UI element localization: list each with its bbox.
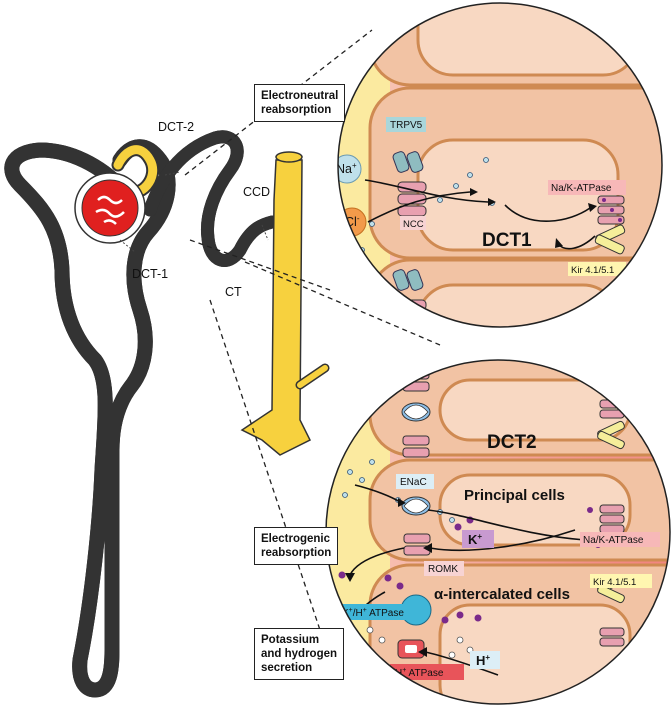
svg-text:Cl-: Cl- xyxy=(345,214,360,229)
svg-text:H+: H+ xyxy=(476,653,490,668)
dct2-nak-label: Na/K-ATPase xyxy=(583,535,644,546)
nephron: DCT-2 CCD DCT-1 CT xyxy=(12,120,330,698)
collecting-duct xyxy=(240,151,330,456)
svg-text:Na+: Na+ xyxy=(336,161,357,176)
ncc-label: NCC xyxy=(403,219,424,230)
nak-pump-icon xyxy=(597,195,625,225)
principal-cells-label: Principal cells xyxy=(464,487,565,504)
callout-secretion-line2: and hydrogen xyxy=(261,648,338,660)
callout-electrogenic: Electrogenic reabsorption xyxy=(254,527,339,565)
glomerulus xyxy=(74,172,146,244)
cl-ion-label: Cl xyxy=(345,215,357,229)
enac-label: ENaC xyxy=(400,477,427,488)
enac-channel-icon xyxy=(401,496,431,516)
na-ion-label: Na xyxy=(336,162,352,176)
h-ion-charge: + xyxy=(485,653,490,662)
romk-label: ROMK xyxy=(428,564,458,575)
kir-channel-icon xyxy=(594,224,626,255)
k-ion-label: K xyxy=(468,532,478,547)
na-ion-icon xyxy=(338,154,362,184)
dct2-panel: K+/H+ ATPase ENaC DCT2 Principal cells K… xyxy=(325,359,671,705)
na-ion-charge: + xyxy=(352,161,357,170)
callout-secretion-line3: secretion xyxy=(261,662,313,674)
kh-atpase-rest: ATPase xyxy=(367,608,404,619)
dct1-kir-label: Kir 4.1/5.1 xyxy=(571,265,614,276)
dct1-nak-label: Na/K-ATPase xyxy=(551,183,612,194)
cl-ion-charge: - xyxy=(357,214,360,223)
kh-atpase-h: /H xyxy=(353,608,363,619)
label-dct1: DCT-1 xyxy=(132,267,168,281)
h-ion-label: H xyxy=(476,653,485,668)
label-ccd: CCD xyxy=(243,185,270,199)
callout-electroneutral-line2: reabsorption xyxy=(261,104,332,116)
nephron-tubule xyxy=(12,137,279,698)
trpv5-label: TRPV5 xyxy=(390,120,423,131)
callout-electroneutral: Electroneutral reabsorption xyxy=(254,84,346,122)
dct1-title: DCT1 xyxy=(482,230,532,251)
trpv5-channel-icon xyxy=(392,151,424,291)
dct1-panel: Na+ Cl- TRPV5 NCC DCT1 Na/K-ATPase Kir 4… xyxy=(336,2,663,328)
k-ion-charge: + xyxy=(477,532,482,541)
label-ct: CT xyxy=(225,285,242,299)
svg-text:H+ ATPase: H+ ATPase xyxy=(395,667,444,679)
callout-electrogenic-line2: reabsorption xyxy=(261,547,332,559)
dct2-kir-label: Kir 4.1/5.1 xyxy=(593,577,636,588)
callout-electrogenic-line1: Electrogenic xyxy=(261,533,331,545)
label-dct2: DCT-2 xyxy=(158,120,194,134)
callout-secretion-line1: Potassium xyxy=(261,634,320,646)
romk-channel-icon xyxy=(403,533,431,556)
alpha-cells-label: α-intercalated cells xyxy=(434,586,570,603)
callout-secretion: Potassium and hydrogen secretion xyxy=(254,628,345,680)
h-atpase-rest: ATPase xyxy=(406,668,443,679)
dct2-title: DCT2 xyxy=(487,432,537,453)
callout-electroneutral-line1: Electroneutral xyxy=(261,90,339,102)
h-atpase-pump-icon xyxy=(397,639,425,659)
svg-text:K+: K+ xyxy=(468,532,482,547)
kh-atpase-badge xyxy=(338,604,420,620)
dct2-channel-icons xyxy=(401,369,431,458)
